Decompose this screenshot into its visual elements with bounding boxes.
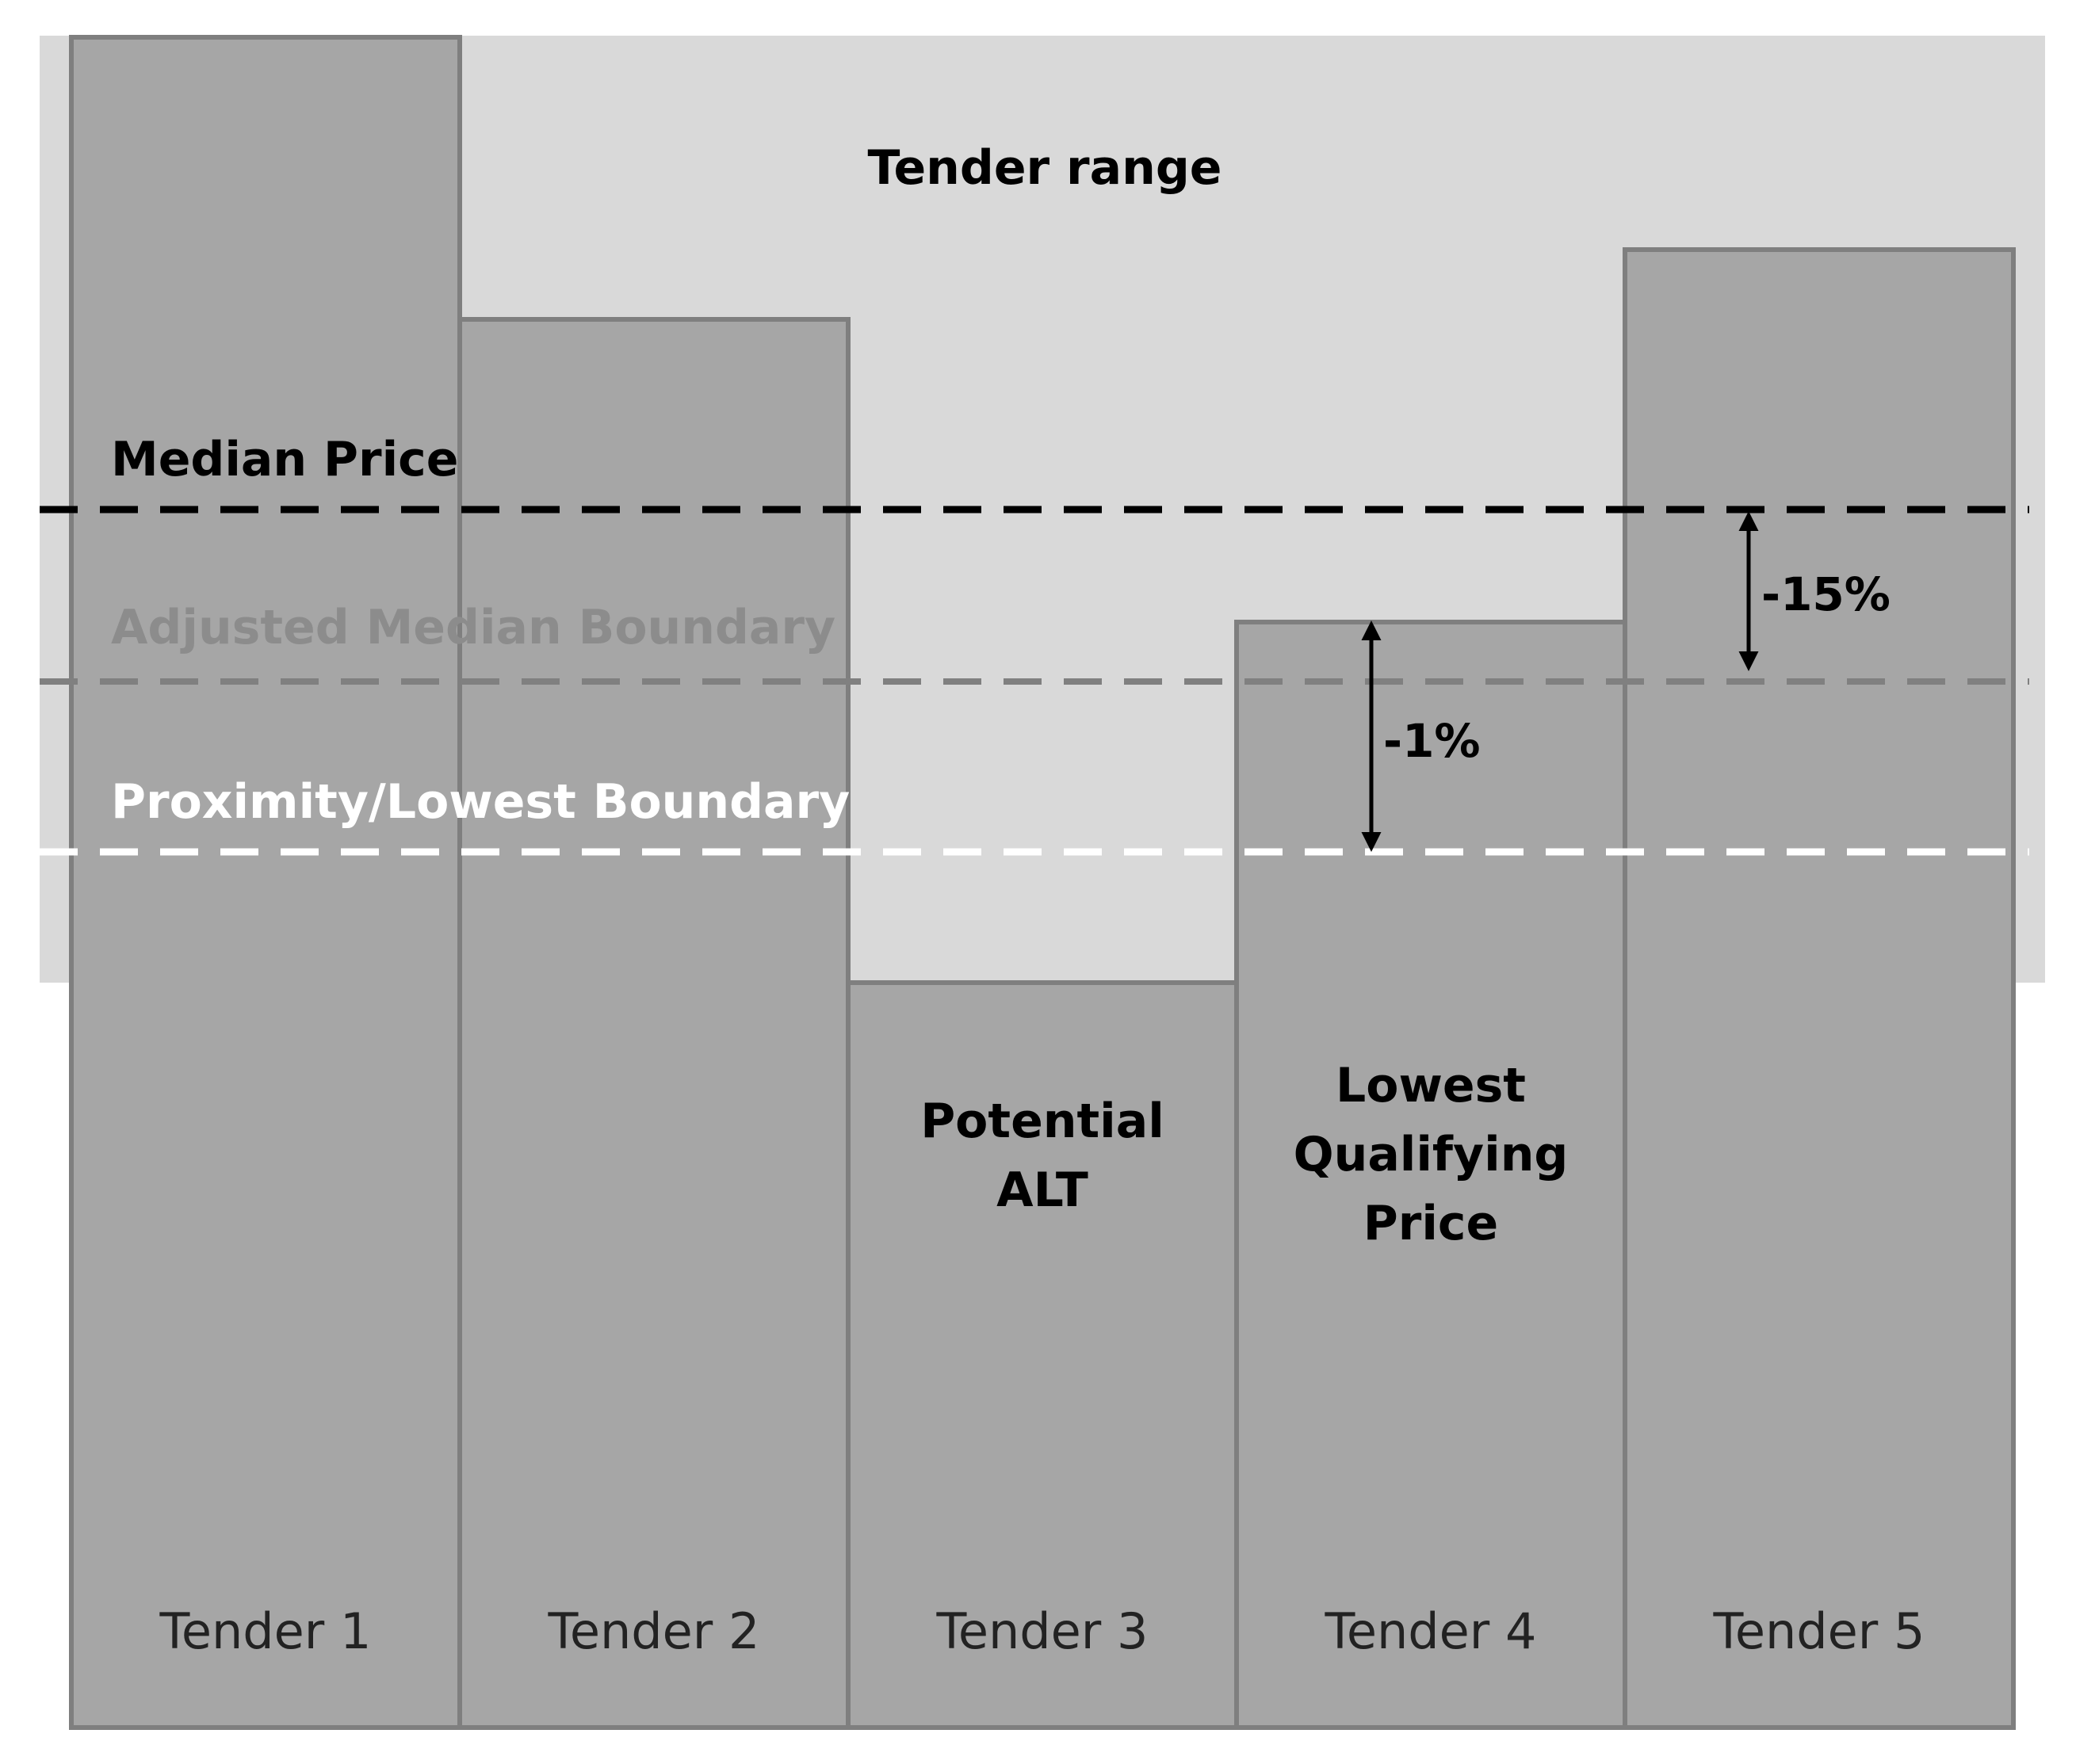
- tender-4-bar: [1234, 620, 1627, 1730]
- tender-1-label: Tender 1: [159, 1602, 372, 1660]
- tender-2-label: Tender 2: [548, 1602, 760, 1660]
- tender-4-annotation-line-1: Lowest: [1336, 1058, 1526, 1113]
- tender-3-label: Tender 3: [936, 1602, 1149, 1660]
- tender-2-bar: [457, 317, 851, 1730]
- median-price-label: Median Price: [111, 432, 458, 487]
- tender-range-label: Tender range: [868, 140, 1222, 196]
- tender-3-annotation-line-2: ALT: [996, 1163, 1088, 1218]
- tender-3-bar: [846, 980, 1239, 1730]
- proximity-boundary-label: Proximity/Lowest Boundary: [111, 774, 850, 830]
- tender-4-annotation-line-3: Price: [1363, 1196, 1498, 1251]
- tender-4-annotation-line-2: Qualifying: [1294, 1127, 1569, 1182]
- tender-5-label: Tender 5: [1713, 1602, 1925, 1660]
- median-gap-label: -15%: [1761, 567, 1891, 621]
- tender-4-label: Tender 4: [1325, 1602, 1537, 1660]
- tender-3-annotation-line-1: Potential: [920, 1094, 1164, 1149]
- tender-1-bar: [69, 35, 462, 1730]
- adjusted-median-label: Adjusted Median Boundary: [111, 600, 835, 655]
- proximity-gap-label: -1%: [1383, 714, 1481, 768]
- tender-5-bar: [1623, 247, 2016, 1730]
